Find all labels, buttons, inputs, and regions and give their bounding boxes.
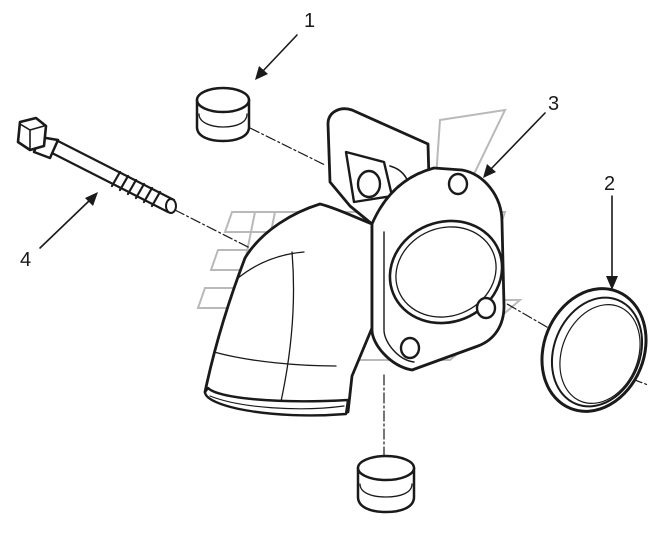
flange-bolt [16,116,177,214]
plug-top [195,86,251,143]
callout-4: 4 [20,249,31,271]
callout-1: 1 [304,10,315,32]
callout-2: 2 [604,173,615,195]
callout-3: 3 [548,93,559,115]
callout-labels: 1 3 2 4 [20,10,615,271]
o-ring-seal [540,287,648,413]
callout-arrows [39,34,618,290]
water-outlet-housing [203,107,506,417]
plug-bottom [356,454,416,514]
